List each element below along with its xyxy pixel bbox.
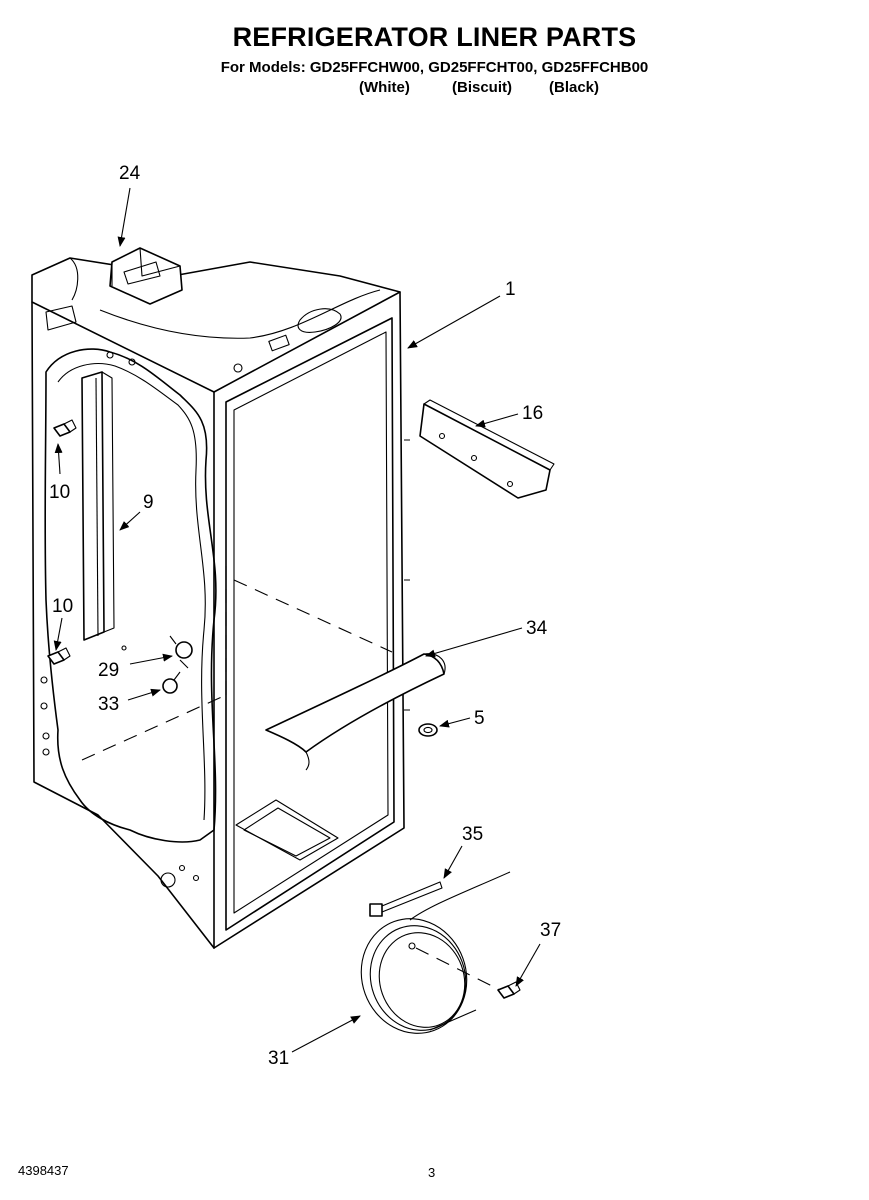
callout-5: 5	[474, 708, 485, 729]
part-31-wire-harness	[360, 871, 511, 1034]
callout-31: 31	[268, 1048, 289, 1069]
callout-9: 9	[143, 492, 154, 513]
callout-33: 33	[98, 694, 119, 715]
refrigerator-liner	[31, 257, 410, 949]
part-16-bracket	[419, 399, 555, 499]
page-number: 3	[428, 1165, 436, 1180]
callout-29: 29	[98, 660, 119, 681]
document-number: 4398437	[18, 1163, 69, 1178]
callout-34: 34	[526, 618, 548, 639]
callout-10-upper: 10	[49, 482, 70, 503]
callout-1: 1	[505, 279, 516, 300]
variant-biscuit: (Biscuit)	[452, 79, 512, 96]
callout-leaders	[53, 187, 541, 1053]
part-29-socket	[169, 635, 193, 669]
callout-16: 16	[522, 403, 543, 424]
part-34-cover	[265, 653, 446, 771]
part-9-rail	[81, 371, 115, 641]
callout-24: 24	[119, 163, 141, 184]
part-33-bulb	[162, 671, 181, 694]
models-line: For Models: GD25FFCHW00, GD25FFCHT00, GD…	[220, 59, 649, 76]
part-10-screw-upper	[53, 419, 77, 437]
callout-10-lower: 10	[52, 596, 73, 617]
variant-white: (White)	[359, 79, 410, 96]
page-title: REFRIGERATOR LINER PARTS	[232, 22, 637, 52]
part-10-screw-lower	[47, 647, 71, 665]
callout-37: 37	[540, 920, 561, 941]
callout-35: 35	[462, 824, 483, 845]
variant-black: (Black)	[549, 79, 600, 96]
part-35-cable-tie	[369, 881, 443, 917]
part-5-grommet	[418, 723, 438, 737]
part-24-control-box	[109, 247, 183, 305]
model-variants: (White) (Biscuit) (Black)	[0, 79, 869, 99]
